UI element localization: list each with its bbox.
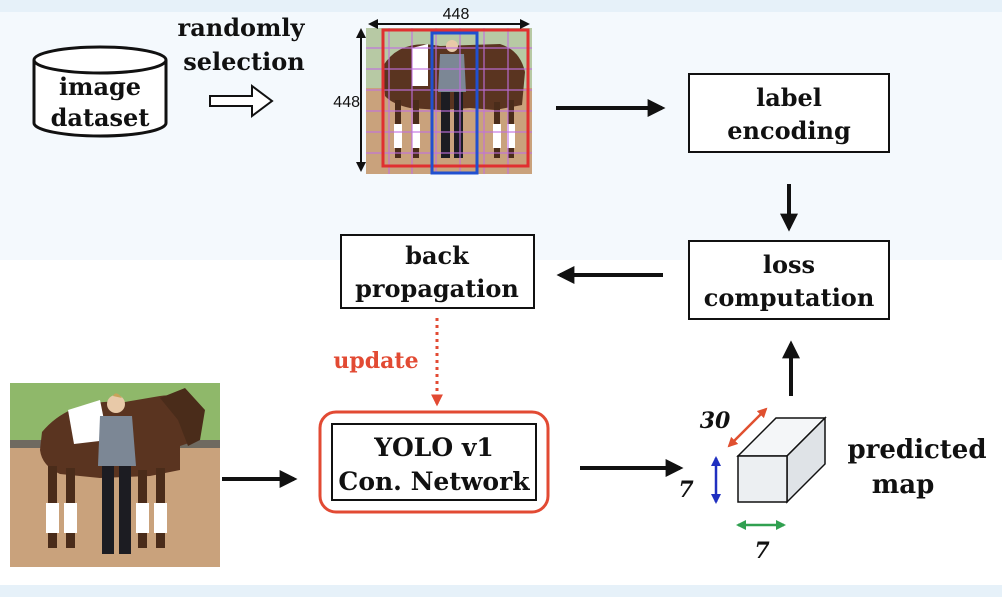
loss-computation-line2: computation: [704, 283, 875, 312]
predicted-map-line1: predicted: [847, 435, 986, 465]
sample-image-gridded: [366, 28, 532, 175]
input-photo: [10, 383, 220, 567]
back-propagation-line1: back: [405, 241, 470, 270]
predicted-tensor-cuboid: [736, 416, 827, 504]
depth-dim-arrow: [727, 407, 768, 448]
image-width-label: 448: [443, 6, 470, 23]
width-dim-label: 7: [754, 538, 770, 564]
yolo-network-box: [331, 423, 537, 501]
image-height-label: 448: [333, 94, 360, 111]
label-encoding-line1: label: [756, 83, 822, 112]
yolo-network-line2: Con. Network: [338, 467, 530, 496]
loss-computation-line1: loss: [763, 250, 815, 279]
top-strip: [0, 0, 1002, 12]
height-dim-label: 7: [678, 477, 694, 503]
back-propagation-box: [340, 234, 535, 309]
label-encoding-line2: encoding: [727, 116, 851, 145]
depth-dim-label: 30: [700, 408, 731, 434]
label-encoding-box: [688, 73, 890, 153]
hollow-arrow-icon: [209, 84, 274, 118]
bottom-strip: [0, 585, 1002, 597]
randomly-selection-line1: randomly: [178, 13, 306, 42]
image-dataset-label-line1: image: [59, 72, 141, 101]
loss-computation-box: [688, 240, 890, 320]
image-dataset-label-line2: dataset: [51, 103, 150, 132]
yolo-network-line1: YOLO v1: [373, 433, 494, 462]
image-dataset-cylinder: [32, 45, 168, 138]
predicted-map-line2: map: [872, 470, 935, 500]
update-label: update: [333, 348, 418, 374]
back-propagation-line2: propagation: [355, 274, 519, 303]
randomly-selection-line2: selection: [183, 47, 304, 76]
